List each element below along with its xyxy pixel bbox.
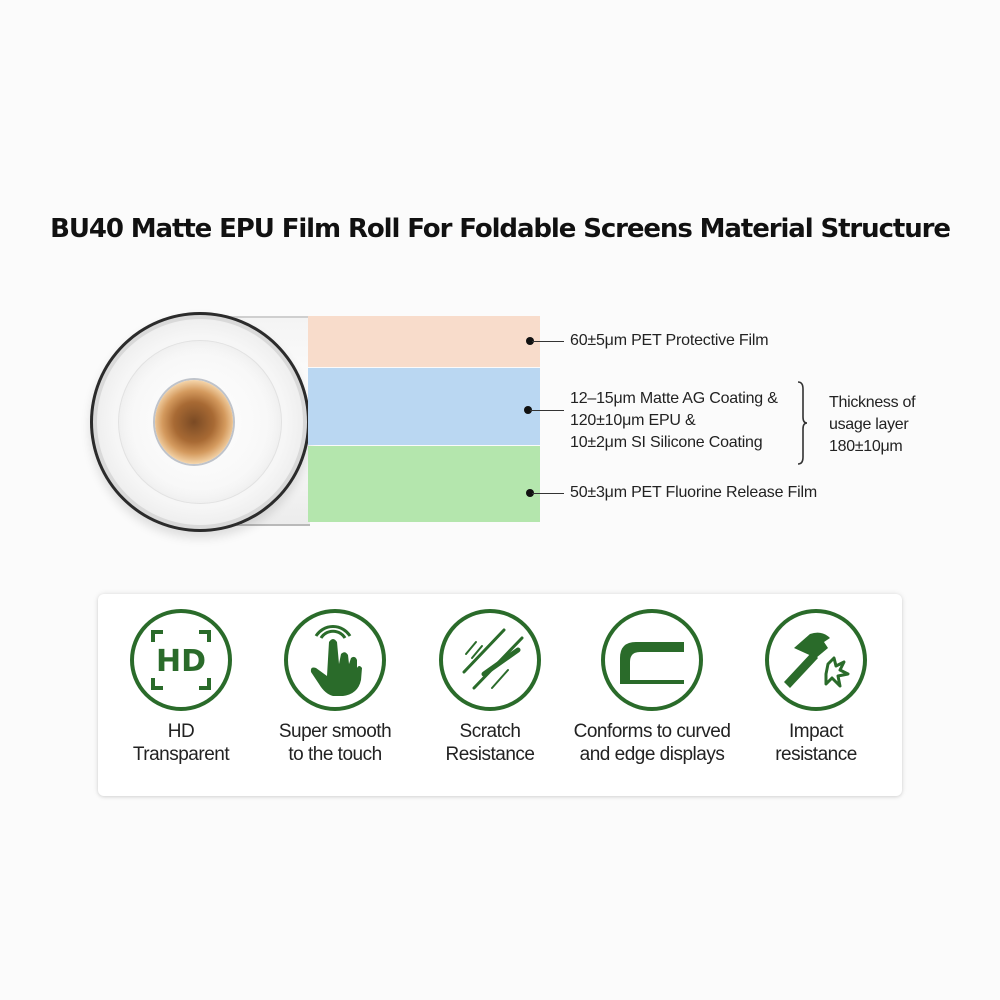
feature-label-line: Scratch bbox=[459, 721, 521, 742]
feature-label-line: and edge displays bbox=[579, 744, 725, 765]
feature-scratch-resistance: Scratch Resistance bbox=[408, 608, 572, 766]
page-title: BU40 Matte EPU Film Roll For Foldable Sc… bbox=[50, 214, 951, 244]
leader-line bbox=[532, 493, 564, 494]
feature-label-line: Conforms to curved bbox=[573, 721, 731, 742]
layer-pet-protective-film bbox=[308, 316, 540, 367]
feature-smooth-touch: Super smooth to the touch bbox=[253, 608, 417, 766]
layer-label-line: 60±5μm PET Protective Film bbox=[570, 332, 769, 349]
curved-edge-icon bbox=[601, 609, 703, 711]
feature-label-line: Super smooth bbox=[278, 721, 392, 742]
hd-icon: HD bbox=[130, 609, 232, 711]
feature-curved-edge: Conforms to curved and edge displays bbox=[570, 608, 734, 766]
hd-icon-text: HD bbox=[156, 644, 206, 679]
thickness-line: 180±10μm bbox=[829, 438, 903, 455]
feature-label-line: Resistance bbox=[445, 744, 536, 765]
layer-marker-dot bbox=[526, 337, 534, 345]
leader-line bbox=[532, 341, 564, 342]
feature-label-line: Transparent bbox=[132, 744, 230, 765]
roll-core bbox=[155, 380, 233, 464]
touch-hand-icon bbox=[284, 609, 386, 711]
feature-label: Super smooth to the touch bbox=[253, 720, 417, 766]
layer-pet-release-film bbox=[308, 446, 540, 522]
feature-label: Impact resistance bbox=[734, 720, 898, 766]
hammer-impact-icon bbox=[765, 609, 867, 711]
layer-marker-dot bbox=[526, 489, 534, 497]
layer-label-line: 10±2μm SI Silicone Coating bbox=[570, 434, 763, 451]
thickness-line: Thickness of bbox=[829, 394, 916, 411]
feature-label-line: to the touch bbox=[288, 744, 382, 765]
feature-label-line: resistance bbox=[775, 744, 857, 765]
film-roll-diagram: 60±5μm PET Protective Film 12–15μm Matte… bbox=[90, 312, 916, 532]
layer-label-pet-release: 50±3μm PET Fluorine Release Film bbox=[570, 482, 817, 504]
scratch-icon bbox=[439, 609, 541, 711]
brace-icon bbox=[797, 381, 807, 465]
feature-hd-transparent: HD HD Transparent bbox=[99, 608, 263, 766]
layer-label-line: 12–15μm Matte AG Coating & bbox=[570, 390, 778, 407]
layer-marker-dot bbox=[524, 406, 532, 414]
usage-layer-thickness: Thickness of usage layer 180±10μm bbox=[829, 392, 916, 458]
feature-label: HD Transparent bbox=[99, 720, 263, 766]
thickness-line: usage layer bbox=[829, 416, 909, 433]
layer-label-line: 50±3μm PET Fluorine Release Film bbox=[570, 484, 817, 501]
layer-label-pet-protective: 60±5μm PET Protective Film bbox=[570, 330, 769, 352]
features-panel: HD HD Transparent Super smooth to the to… bbox=[98, 594, 902, 796]
feature-impact-resistance: Impact resistance bbox=[734, 608, 898, 766]
feature-label: Scratch Resistance bbox=[408, 720, 572, 766]
feature-label-line: Impact bbox=[788, 721, 844, 742]
layer-label-line: 120±10μm EPU & bbox=[570, 412, 696, 429]
feature-label: Conforms to curved and edge displays bbox=[570, 720, 734, 766]
layer-epu-coating bbox=[308, 368, 540, 445]
leader-line bbox=[530, 410, 564, 411]
layer-label-epu: 12–15μm Matte AG Coating & 120±10μm EPU … bbox=[570, 388, 778, 454]
feature-label-line: HD bbox=[167, 721, 195, 742]
